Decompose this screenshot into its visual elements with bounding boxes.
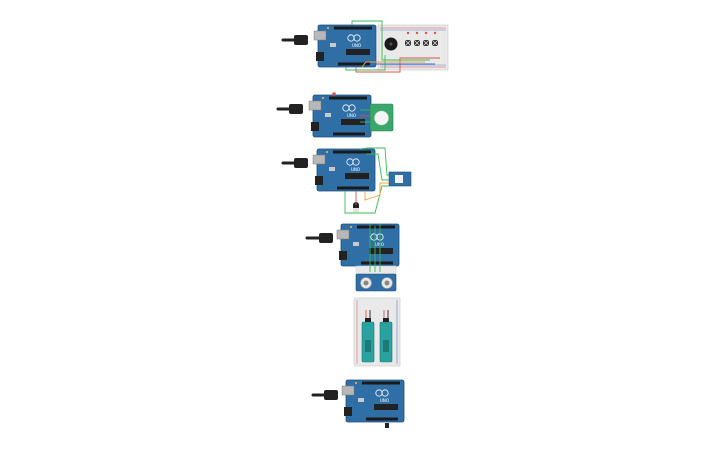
piezo-buzzer[interactable] — [384, 37, 398, 51]
arduino-uno[interactable]: UNO — [308, 94, 372, 138]
pir-motion-sensor[interactable] — [369, 103, 394, 132]
sensor-module[interactable] — [388, 171, 412, 187]
power-led — [332, 92, 336, 96]
usb-cable — [305, 233, 333, 243]
temperature-humidity-circuit[interactable]: UNO — [281, 147, 412, 214]
wires — [345, 20, 440, 73]
standalone-arduino[interactable]: UNO — [311, 379, 405, 428]
usb-cable — [281, 35, 308, 45]
push-buttons[interactable] — [404, 31, 439, 47]
battery-2[interactable] — [379, 310, 393, 363]
board-label: UNO — [347, 113, 356, 118]
small-component — [385, 423, 389, 428]
pir-sensor-circuit[interactable]: UNO — [276, 92, 394, 138]
usb-cable — [281, 158, 308, 168]
board-label: UNO — [380, 398, 389, 403]
breadboard[interactable] — [353, 297, 401, 367]
board-label: UNO — [375, 242, 384, 247]
battery-pack-circuit[interactable] — [353, 297, 401, 367]
arduino-uno[interactable]: UNO — [313, 24, 377, 68]
wires — [360, 109, 370, 123]
arduino-uno[interactable]: UNO — [336, 223, 400, 267]
ultrasonic-circuit[interactable]: UNO — [305, 223, 400, 292]
arduino-uno[interactable]: UNO — [312, 148, 376, 192]
buzzer-and-buttons-circuit[interactable]: UNO — [281, 20, 449, 73]
battery-1[interactable] — [361, 310, 375, 363]
usb-cable — [276, 104, 303, 114]
wires — [369, 224, 381, 272]
usb-cable — [311, 390, 338, 400]
arduino-uno[interactable]: UNO — [341, 379, 405, 423]
board-label: UNO — [352, 43, 361, 48]
board-label: UNO — [351, 167, 360, 172]
ultrasonic-sensor[interactable] — [355, 273, 397, 292]
wires — [344, 147, 389, 214]
